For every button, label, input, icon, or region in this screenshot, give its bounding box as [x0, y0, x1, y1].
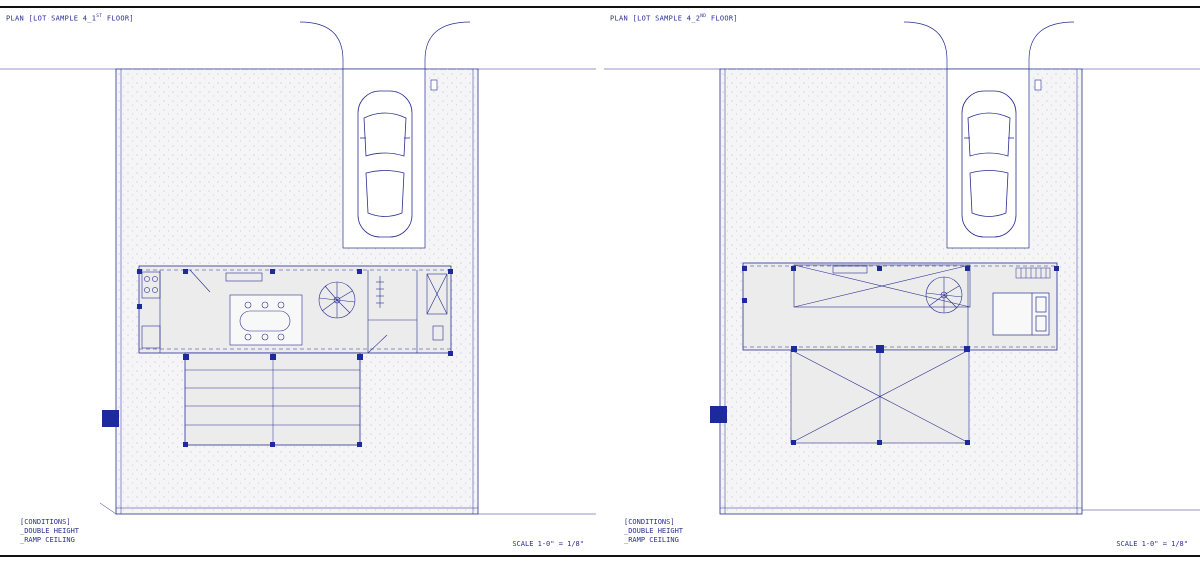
- dining-table-symbol: [229, 294, 303, 346]
- scale-note: SCALE 1-0" = 1/8": [512, 540, 584, 548]
- stove-symbol: [141, 271, 161, 299]
- closet-hangers: [376, 276, 384, 308]
- column-marker-large: [102, 410, 119, 427]
- condition-item: _DOUBLE HEIGHT: [20, 527, 80, 535]
- bed-symbol: [992, 292, 1050, 336]
- toilet-symbol: [432, 325, 444, 341]
- conditions-heading: [CONDITIONS]: [624, 518, 675, 526]
- conditions-heading: [CONDITIONS]: [20, 518, 71, 526]
- plan-panel-second-floor: PLAN [LOT SAMPLE 4_2ND FLOOR] [CONDITION…: [604, 8, 1200, 555]
- conditions-note: [CONDITIONS]_DOUBLE HEIGHT_RAMP CEILING: [624, 518, 683, 545]
- column-marker-large: [710, 406, 727, 423]
- car-symbol: [961, 90, 1017, 238]
- roof-below: [790, 349, 970, 444]
- plan-title: PLAN [LOT SAMPLE 4_1ST FLOOR]: [6, 14, 134, 23]
- condition-item: _DOUBLE HEIGHT: [624, 527, 684, 535]
- deck-ramp: [184, 352, 361, 446]
- spiral-stair-symbol: [925, 276, 963, 314]
- driveway: [342, 68, 426, 249]
- second-floor-plan-drawing: [604, 21, 1200, 515]
- open-to-below: [793, 264, 971, 308]
- driveway: [946, 68, 1030, 249]
- structural-columns: [137, 269, 453, 447]
- shelf-symbol: [1015, 267, 1051, 279]
- counter: [141, 325, 161, 349]
- first-floor-plan-drawing: [0, 21, 596, 515]
- car-symbol: [357, 90, 413, 238]
- spiral-stair-symbol: [318, 281, 356, 319]
- deck-boards: [185, 353, 360, 445]
- plan-title: PLAN [LOT SAMPLE 4_2ND FLOOR]: [610, 14, 738, 23]
- sheet-border-top: [0, 6, 1200, 8]
- bench: [225, 272, 263, 282]
- utility-meter: [430, 79, 438, 91]
- plan-panel-first-floor: PLAN [LOT SAMPLE 4_1ST FLOOR] [CONDITION…: [0, 8, 596, 555]
- utility-meter: [1034, 79, 1042, 91]
- sheet-border-bottom: [0, 555, 1200, 557]
- conditions-note: [CONDITIONS]_DOUBLE HEIGHT_RAMP CEILING: [20, 518, 79, 545]
- condition-item: _RAMP CEILING: [624, 536, 679, 544]
- condition-item: _RAMP CEILING: [20, 536, 75, 544]
- shower-symbol: [426, 273, 448, 315]
- scale-note: SCALE 1-0" = 1/8": [1116, 540, 1188, 548]
- structural-columns: [742, 266, 1059, 445]
